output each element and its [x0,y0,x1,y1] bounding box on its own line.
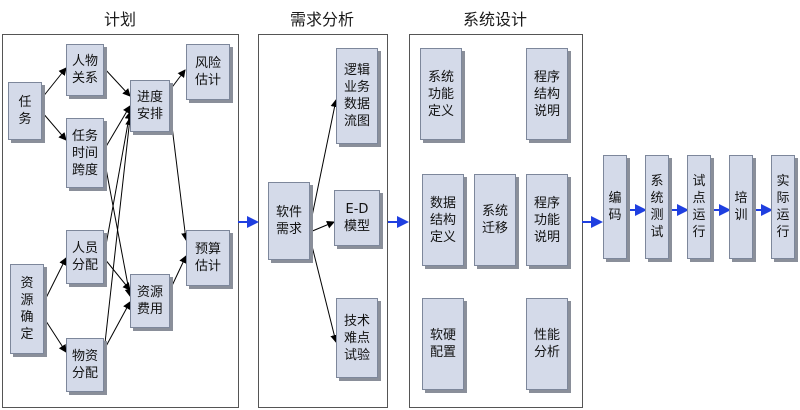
box-data-struct: 数据 结构 定义 [422,174,464,266]
section-title-plan: 计划 [103,10,136,29]
box-coding: 编 码 [603,155,627,259]
box-staff: 人员 分配 [66,230,104,284]
box-resource-cost: 资源 费用 [130,274,170,328]
box-trial-run: 试 点 运 行 [687,155,711,259]
box-material: 物资 分配 [66,338,104,392]
box-resource-confirm: 资 源 确 定 [10,264,44,354]
box-risk: 风险 估计 [186,44,230,100]
box-actual-run: 实 际 运 行 [771,155,795,259]
box-prog-func: 程序 功能 说明 [526,174,568,266]
box-prog-struct: 程序 结构 说明 [526,48,568,140]
box-migration: 系统 迁移 [474,174,516,266]
box-logic-flow: 逻辑 业务 数据 流图 [336,48,378,144]
box-task: 任 务 [8,82,42,140]
section-title-analysis: 需求分析 [289,10,354,29]
box-sys-test: 系 统 测 试 [645,155,669,259]
box-schedule: 进度 安排 [130,80,170,132]
box-training: 培 训 [729,155,753,259]
box-ed-model: E-D 模型 [334,190,380,246]
box-func-def: 系统 功能 定义 [420,48,462,140]
box-task-time: 任务 时间 跨度 [66,118,104,188]
section-title-design: 系统设计 [462,10,527,29]
box-hw-sw: 软硬 配置 [422,298,464,390]
box-budget: 预算 估计 [186,230,230,286]
box-perf: 性能 分析 [526,298,568,390]
box-software-req: 软件 需求 [268,182,310,260]
box-tech-test: 技术 难点 试验 [336,298,378,378]
box-relations: 人物 关系 [66,44,104,96]
